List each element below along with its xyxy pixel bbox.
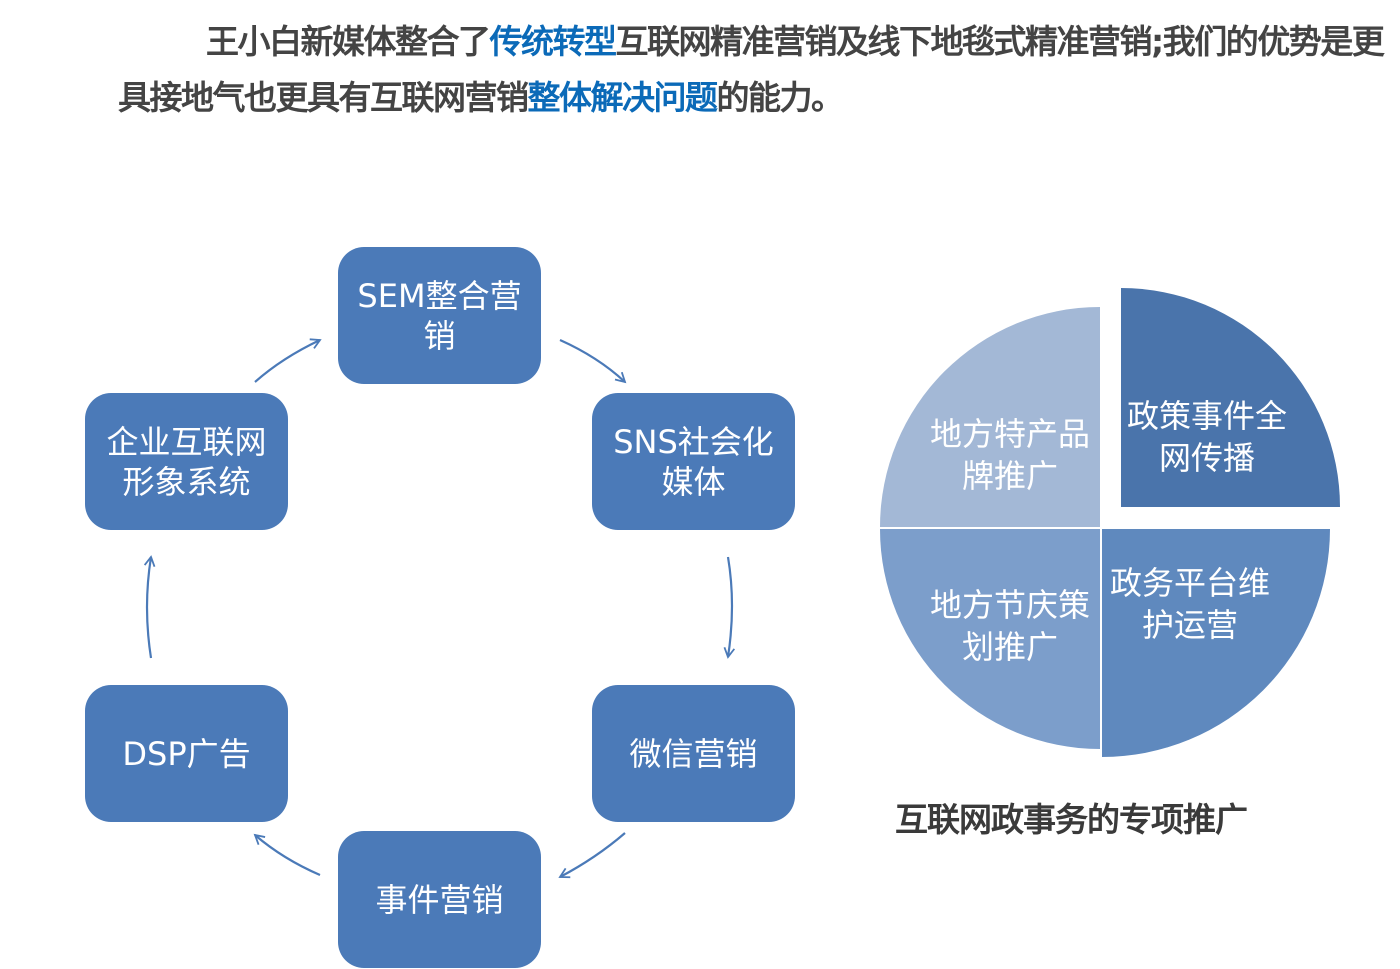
cycle-node-sns: SNS社会化媒体	[592, 393, 795, 530]
pie-segment-specialty	[880, 307, 1100, 527]
cycle-node-event: 事件营销	[338, 831, 541, 968]
intro-text-3: 的能力。	[716, 78, 845, 117]
intro-paragraph: 王小白新媒体整合了传统转型互联网精准营销及线下地毯式精准营销;我们的优势是更具接…	[118, 14, 1388, 126]
pie-label-specialty: 地方特产品牌推广	[929, 415, 1090, 495]
pie-label-policy: 政策事件全网传播	[1126, 397, 1287, 477]
intro-highlight-2: 整体解决问题	[527, 78, 719, 117]
pie-segment-policy	[1121, 288, 1340, 507]
arrow-sem-to-sns	[559, 338, 627, 384]
pie-segment-festival	[880, 529, 1100, 749]
arrow-corporate-to-sem	[254, 338, 322, 383]
cycle-node-corporate: 企业互联网形象系统	[85, 393, 288, 530]
pie-label-platform: 政务平台维护运营	[1109, 564, 1270, 644]
pie-caption: 互联网政事务的专项推广	[895, 800, 1248, 839]
arrow-wechat-to-event	[558, 832, 626, 879]
intro-text-2: 互联网精准营销及线下地毯式精准营销;我们的优势是更具接地气也更具有互联网营销	[118, 22, 1385, 117]
cycle-node-dsp: DSP广告	[85, 685, 288, 822]
intro-highlight-1: 传统转型	[489, 22, 618, 61]
pie-segment-platform	[1102, 529, 1330, 757]
cycle-node-sem: SEM整合营销	[338, 247, 541, 384]
pie-label-festival: 地方节庆策划推广	[929, 586, 1090, 666]
intro-text-1: 王小白新媒体整合了	[206, 22, 491, 61]
arrow-dsp-to-corporate	[143, 555, 156, 659]
arrow-sns-to-wechat	[723, 556, 736, 659]
arrow-event-to-dsp	[253, 833, 321, 877]
cycle-node-wechat: 微信营销	[592, 685, 795, 822]
